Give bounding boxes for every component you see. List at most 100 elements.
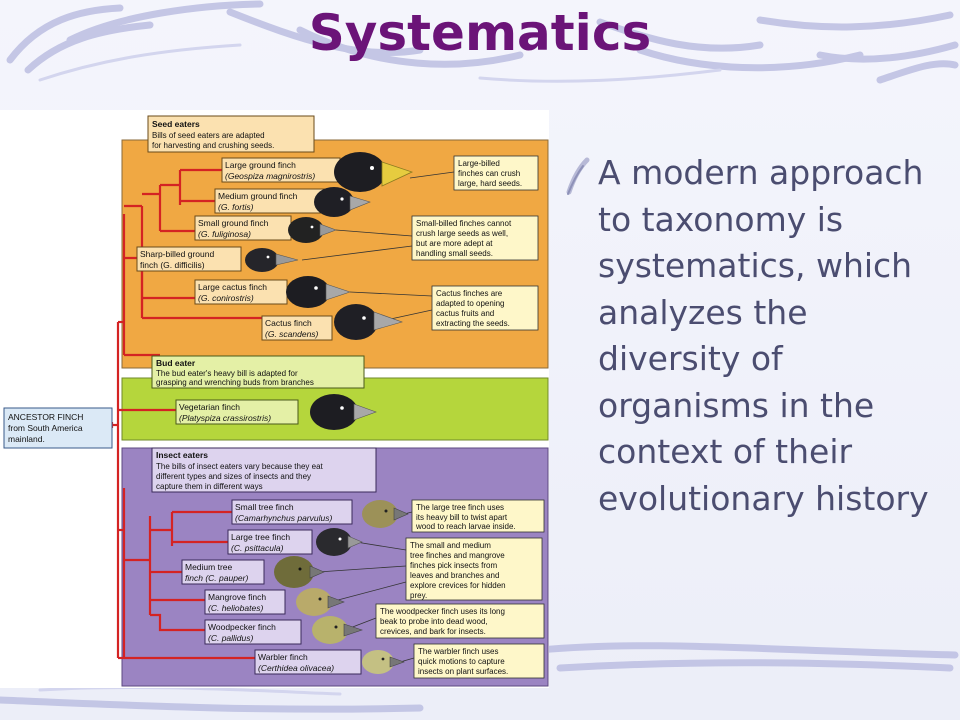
ancestor-label-1: ANCESTOR FINCH: [8, 412, 83, 422]
species-label-large-tree-finch: Large tree finch (C. psittacula): [227, 529, 313, 555]
svg-text:tree finches and mangrove: tree finches and mangrove: [410, 551, 505, 560]
seed-eaters-title: Seed eaters: [152, 119, 200, 129]
svg-text:Mangrove finch: Mangrove finch: [208, 592, 266, 602]
svg-text:Small-billed finches cannot: Small-billed finches cannot: [416, 219, 512, 228]
svg-text:(Camarhynchus parvulus): (Camarhynchus parvulus): [235, 513, 332, 523]
svg-text:(G. scandens): (G. scandens): [265, 329, 319, 339]
species-label-medium-ground-finch: Medium ground finch (G. fortis): [214, 188, 326, 214]
insect-eaters-desc-1: The bills of insect eaters vary because …: [156, 462, 324, 471]
woodpecker-finch-bird-icon: [312, 616, 363, 644]
insect-eaters-desc-3: capture them in different ways: [156, 482, 263, 491]
svg-text:cactus fruits and: cactus fruits and: [436, 309, 494, 318]
svg-text:quick motions to capture: quick motions to capture: [418, 657, 505, 666]
svg-text:Small tree finch: Small tree finch: [235, 502, 294, 512]
callout-small-billed: Small-billed finches cannot crush large …: [301, 215, 539, 261]
bud-eater-header: Bud eater The bud eater's heavy bill is …: [151, 355, 365, 389]
species-label-small-tree-finch: Small tree finch (Camarhynchus parvulus): [231, 499, 353, 525]
medium-tree-finch-bird-icon: [274, 556, 325, 588]
species-label-vegetarian-finch: Vegetarian finch (Platyspiza crassirostr…: [175, 399, 299, 425]
ancestor-label-2: from South America: [8, 423, 83, 433]
species-label-cactus-finch: Cactus finch (G. scandens): [261, 315, 333, 341]
large-tree-finch-bird-icon: [316, 528, 363, 556]
callout-woodpecker-finch: The woodpecker finch uses its long beak …: [349, 603, 545, 639]
ancestor-finch-box: ANCESTOR FINCH from South America mainla…: [3, 407, 113, 449]
svg-text:(Platyspiza crassirostris): (Platyspiza crassirostris): [179, 413, 271, 423]
svg-text:finches pick insects from: finches pick insects from: [410, 561, 497, 570]
warbler-finch-bird-icon: [362, 650, 405, 674]
svg-text:finch (C. pauper): finch (C. pauper): [185, 573, 248, 583]
svg-text:Medium ground finch: Medium ground finch: [218, 191, 298, 201]
svg-text:Large cactus finch: Large cactus finch: [198, 282, 267, 292]
svg-text:adapted to opening: adapted to opening: [436, 299, 505, 308]
species-label-mangrove-finch: Mangrove finch (C. heliobates): [204, 589, 286, 615]
svg-text:Woodpecker finch: Woodpecker finch: [208, 622, 276, 632]
svg-text:explore crevices for hidden: explore crevices for hidden: [410, 581, 506, 590]
svg-text:its heavy bill to twist apart: its heavy bill to twist apart: [416, 513, 508, 522]
large-cactus-finch-bird-icon: [286, 276, 351, 308]
callout-small-medium-tree-finches: The small and medium tree finches and ma…: [317, 537, 543, 601]
svg-text:(C. heliobates): (C. heliobates): [208, 603, 263, 613]
insect-eaters-desc-2: different types and sizes of insects and…: [156, 472, 311, 481]
svg-text:(G. fortis): (G. fortis): [218, 202, 254, 212]
callout-warbler-finch: The warbler finch uses quick motions to …: [399, 643, 545, 679]
svg-text:finches can crush: finches can crush: [458, 169, 520, 178]
svg-text:The large tree finch uses: The large tree finch uses: [416, 503, 504, 512]
insect-eaters-header: Insect eaters The bills of insect eaters…: [151, 447, 377, 493]
species-label-sharp-billed-ground-finch: Sharp-billed ground finch (G. difficilis…: [136, 246, 242, 272]
svg-text:Large tree finch: Large tree finch: [231, 532, 290, 542]
cactus-finch-bird-icon: [334, 304, 403, 340]
sharp-billed-ground-finch-bird-icon: [245, 248, 299, 272]
callout-large-billed: Large-billed finches can crush large, ha…: [409, 155, 539, 191]
svg-text:extracting the seeds.: extracting the seeds.: [436, 319, 510, 328]
svg-text:The small and medium: The small and medium: [410, 541, 491, 550]
svg-text:but are more adept at: but are more adept at: [416, 239, 493, 248]
seed-eaters-desc-1: Bills of seed eaters are adapted: [152, 131, 265, 140]
svg-text:(G. fuliginosa): (G. fuliginosa): [198, 229, 251, 239]
svg-text:Small ground finch: Small ground finch: [198, 218, 269, 228]
svg-text:Large-billed: Large-billed: [458, 159, 500, 168]
species-label-warbler-finch: Warbler finch (Certhidea olivacea): [254, 649, 362, 675]
brush-stroke-bullet-icon: [566, 157, 590, 195]
svg-text:handling small seeds.: handling small seeds.: [416, 249, 493, 258]
svg-text:Vegetarian finch: Vegetarian finch: [179, 402, 240, 412]
finch-illustrations: [245, 152, 414, 674]
ancestor-label-3: mainland.: [8, 434, 45, 444]
svg-text:crevices, and bark for insects: crevices, and bark for insects.: [380, 627, 486, 636]
svg-text:(C. pallidus): (C. pallidus): [208, 633, 254, 643]
svg-text:(G. conirostris): (G. conirostris): [198, 293, 254, 303]
svg-text:leaves and branches and: leaves and branches and: [410, 571, 499, 580]
svg-text:crush large seeds as well,: crush large seeds as well,: [416, 229, 508, 238]
small-ground-finch-bird-icon: [288, 217, 337, 243]
svg-text:wood to reach larvae inside.: wood to reach larvae inside.: [415, 522, 516, 531]
medium-ground-finch-bird-icon: [314, 187, 371, 217]
mangrove-finch-bird-icon: [296, 588, 345, 616]
large-ground-finch-bird-icon: [334, 152, 414, 192]
svg-text:Sharp-billed ground: Sharp-billed ground: [140, 249, 214, 259]
callout-cactus-finches: Cactus finches are adapted to opening ca…: [349, 285, 539, 331]
species-label-woodpecker-finch: Woodpecker finch (C. pallidus): [204, 619, 302, 645]
finch-phylogeny-figure: ANCESTOR FINCH from South America mainla…: [0, 110, 549, 688]
species-label-small-ground-finch: Small ground finch (G. fuliginosa): [194, 215, 292, 241]
seed-eaters-desc-2: for harvesting and crushing seeds.: [152, 141, 274, 150]
phylogenetic-tree: [110, 168, 262, 660]
svg-text:Large ground finch: Large ground finch: [225, 160, 296, 170]
svg-text:beak to probe into dead wood,: beak to probe into dead wood,: [380, 617, 488, 626]
svg-text:(C. psittacula): (C. psittacula): [231, 543, 284, 553]
bullet-text: A modern approach to taxonomy is systema…: [598, 153, 929, 518]
svg-text:prey.: prey.: [410, 591, 427, 600]
bud-eater-desc-1: The bud eater's heavy bill is adapted fo…: [156, 369, 298, 378]
svg-text:finch (G. difficilis): finch (G. difficilis): [140, 260, 205, 270]
callout-large-tree-finch: The large tree finch uses its heavy bill…: [403, 499, 545, 533]
slide-title: Systematics: [308, 4, 652, 62]
svg-text:insects on plant surfaces.: insects on plant surfaces.: [418, 667, 508, 676]
bud-eater-desc-2: grasping and wrenching buds from branche…: [156, 378, 314, 387]
svg-text:Medium tree: Medium tree: [185, 562, 233, 572]
svg-text:(Geospiza magnirostris): (Geospiza magnirostris): [225, 171, 315, 181]
small-tree-finch-bird-icon: [362, 500, 409, 528]
bud-eater-title: Bud eater: [156, 358, 196, 368]
species-label-large-ground-finch: Large ground finch (Geospiza magnirostri…: [221, 157, 341, 183]
insect-eaters-title: Insect eaters: [156, 450, 208, 460]
svg-text:large, hard seeds.: large, hard seeds.: [458, 179, 522, 188]
